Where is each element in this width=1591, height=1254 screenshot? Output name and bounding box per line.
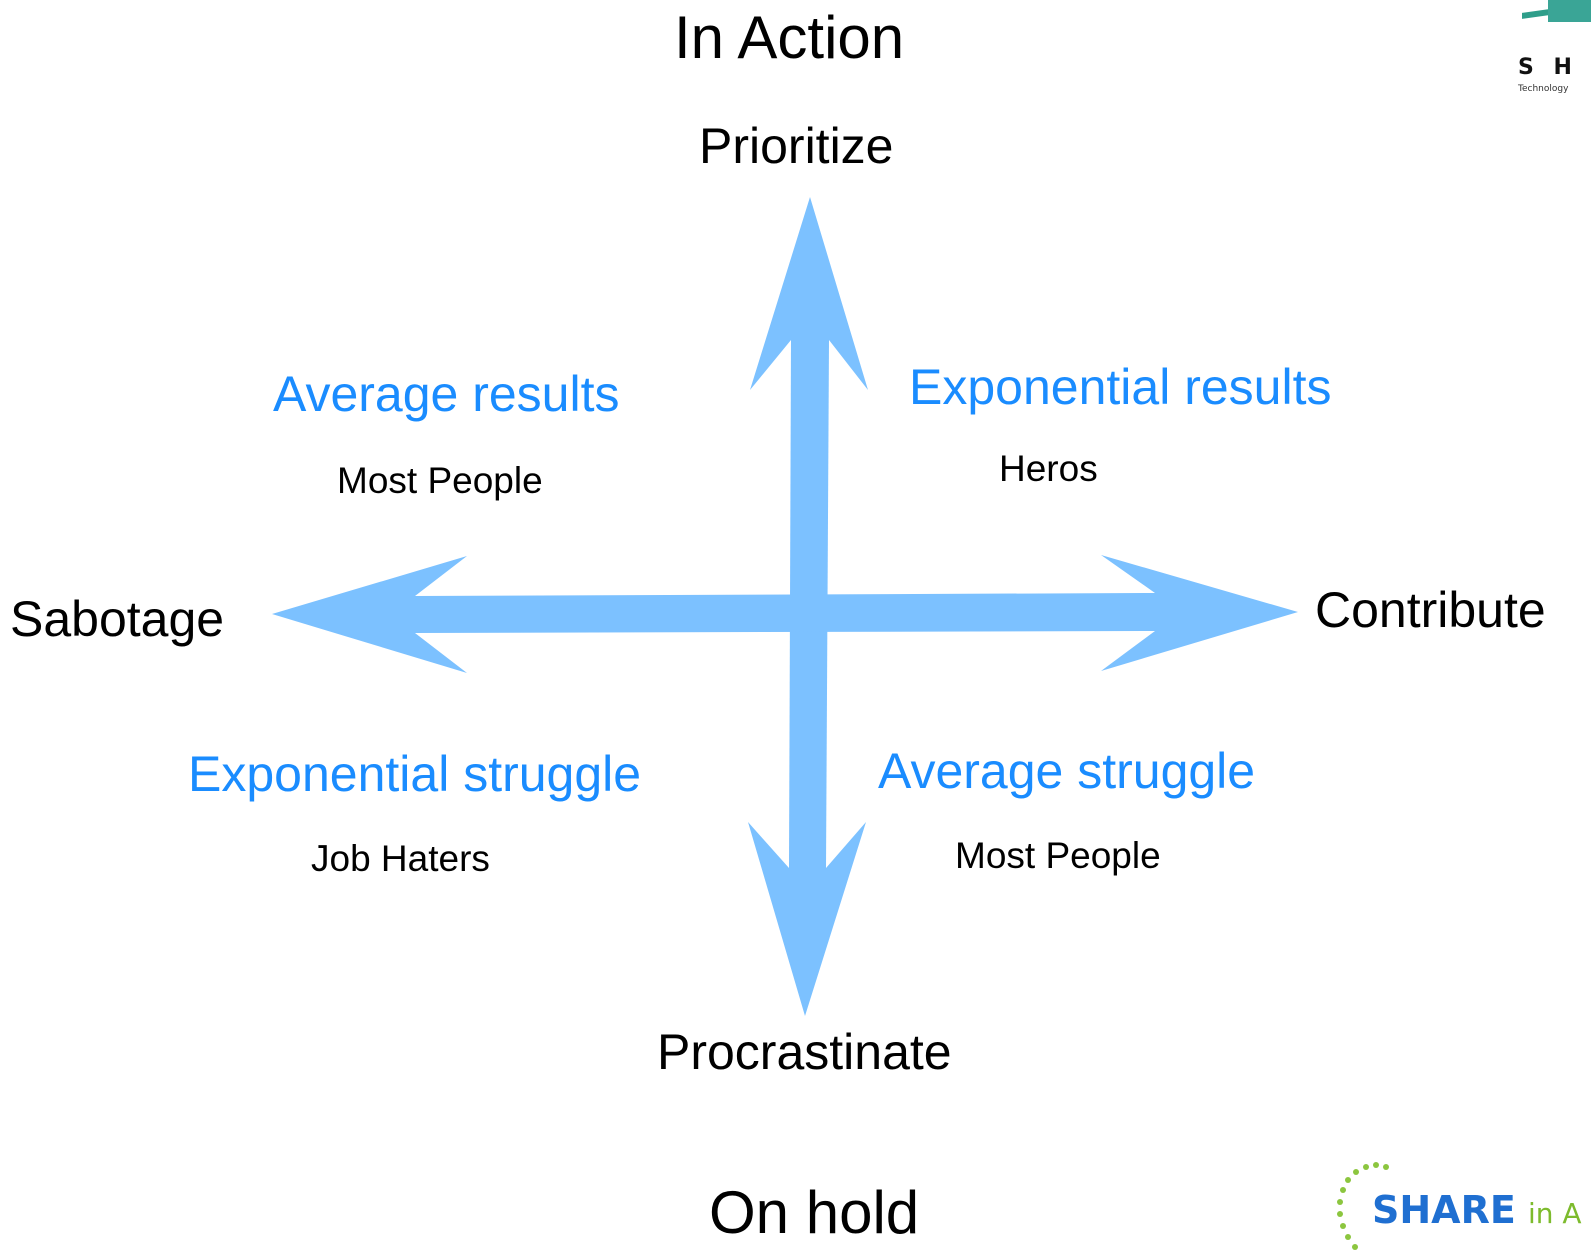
quadrant-top-right-sub: Heros [999, 448, 1098, 489]
logo-suffix: in A [1528, 1197, 1582, 1230]
axis-label-down: Procrastinate [657, 1024, 952, 1080]
axis-label-up: Prioritize [699, 118, 894, 174]
quadrant-bottom-left-label: Exponential struggle [188, 746, 642, 802]
right-arrowhead [1101, 555, 1298, 671]
up-arrowhead [750, 197, 868, 390]
logo-share-word: SHARE [1372, 1188, 1516, 1232]
quadrant-bottom-right-sub: Most People [955, 835, 1161, 876]
share-logo-top: S H Technology [1510, 0, 1591, 100]
logo-block [1548, 0, 1591, 22]
quadrant-top-left-label: Average results [273, 366, 620, 422]
left-arrowhead [272, 556, 467, 673]
axis-label-right: Contribute [1315, 582, 1546, 638]
logo-wordmark: S H [1518, 55, 1578, 80]
logo-dots-icon [1337, 1162, 1389, 1250]
horizontal-arrow-shaft [415, 593, 1155, 633]
quadrant-top-right-label: Exponential results [909, 359, 1332, 415]
logo-tagline: Technology [1518, 84, 1569, 94]
quadrant-bottom-right-label: Average struggle [878, 743, 1256, 799]
top-title: In Action [674, 4, 905, 71]
bottom-title: On hold [709, 1179, 920, 1246]
quadrant-bottom-left-sub: Job Haters [311, 838, 490, 879]
axis-label-left: Sabotage [10, 591, 225, 647]
quadrant-top-left-sub: Most People [337, 460, 543, 501]
down-arrowhead [748, 822, 866, 1016]
share-logo-bottom: SHARE in A [1330, 1155, 1591, 1254]
